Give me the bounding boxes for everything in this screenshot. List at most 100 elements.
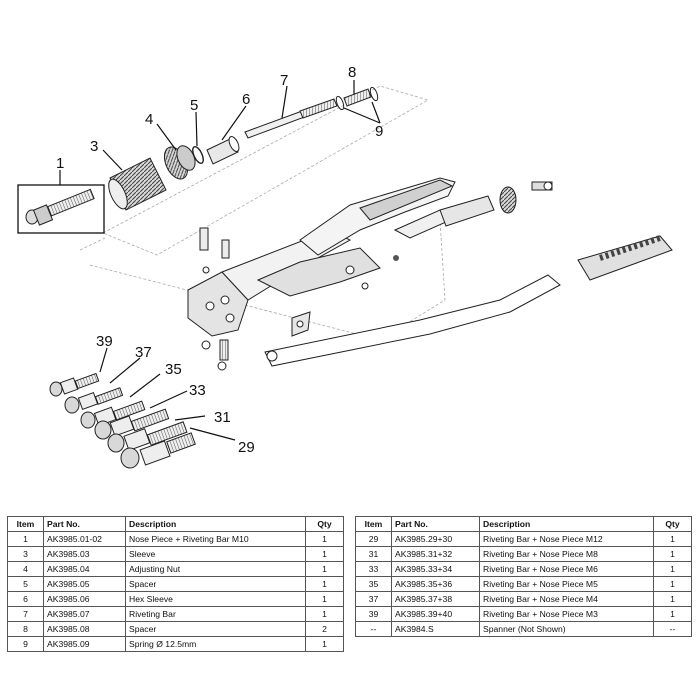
header-part-no: Part No.	[391, 516, 480, 532]
cell-item: 9	[7, 636, 44, 652]
cell-qty: 1	[305, 531, 344, 547]
cell-item: 29	[355, 531, 392, 547]
callout-33: 33	[189, 382, 206, 399]
cell-qty: 1	[305, 561, 344, 577]
cell-item: 33	[355, 561, 392, 577]
cell-qty: --	[653, 621, 692, 637]
header-description: Description	[479, 516, 654, 532]
cell-part-no: AK3985.35+36	[391, 576, 480, 592]
nose-piece-set-m4	[64, 387, 124, 414]
cell-part-no: AK3985.29+30	[391, 531, 480, 547]
cell-part-no: AK3985.37+38	[391, 591, 480, 607]
hex-sleeve-part	[206, 136, 240, 165]
nose-piece-set-m3	[49, 372, 100, 397]
sleeve-part	[108, 157, 167, 211]
exploded-parts-diagram: 1 3 4 5 6 7 8 9 39 37 35 33 31 29	[17, 64, 673, 469]
callout-3: 3	[90, 138, 98, 155]
cell-qty: 1	[653, 561, 692, 577]
cell-part-no: AK3985.31+32	[391, 546, 480, 562]
callout-5: 5	[190, 97, 198, 114]
cell-part-no: AK3985.06	[43, 591, 126, 607]
cell-description: Spacer	[125, 621, 306, 637]
nose-piece-set-m8	[107, 421, 188, 453]
cell-qty: 1	[305, 576, 344, 592]
nose-piece-set-m5	[80, 400, 146, 429]
cell-part-no: AK3985.39+40	[391, 606, 480, 622]
table-header-row: Item Part No. Description Qty	[7, 516, 344, 532]
assembly-outline	[79, 85, 446, 341]
cell-item: 31	[355, 546, 392, 562]
cell-part-no: AK3985.08	[43, 621, 126, 637]
header-part-no: Part No.	[43, 516, 126, 532]
cell-item: 35	[355, 576, 392, 592]
cell-item: 5	[7, 576, 44, 592]
callout-6: 6	[242, 91, 250, 108]
cell-qty: 1	[653, 546, 692, 562]
small-pins-and-screws	[199, 227, 399, 371]
cell-description: Riveting Bar	[125, 606, 306, 622]
leader-lines	[59, 80, 381, 441]
cell-description: Spring Ø 12.5mm	[125, 636, 306, 652]
cell-item: 8	[7, 621, 44, 637]
cell-part-no: AK3985.03	[43, 546, 126, 562]
cell-qty: 1	[653, 606, 692, 622]
header-description: Description	[125, 516, 306, 532]
grip-cap-nut	[499, 181, 553, 214]
callout-35: 35	[165, 361, 182, 378]
cell-description: Riveting Bar + Nose Piece M4	[479, 591, 654, 607]
header-item: Item	[355, 516, 392, 532]
nose-piece-set-m6	[94, 408, 170, 440]
upper-handle	[299, 177, 495, 256]
cell-qty: 1	[653, 576, 692, 592]
cell-part-no: AK3985.05	[43, 576, 126, 592]
cell-description: Hex Sleeve	[125, 591, 306, 607]
cell-part-no: AK3985.07	[43, 606, 126, 622]
cell-description: Riveting Bar + Nose Piece M3	[479, 606, 654, 622]
cell-qty: 1	[653, 531, 692, 547]
cell-part-no: AK3985.33+34	[391, 561, 480, 577]
cell-item: 37	[355, 591, 392, 607]
cell-description: Spacer	[125, 576, 306, 592]
cell-description: Riveting Bar + Nose Piece M12	[479, 531, 654, 547]
callout-39: 39	[96, 333, 113, 350]
cell-description: Spanner (Not Shown)	[479, 621, 654, 637]
nose-piece-set-m12	[120, 432, 196, 469]
cell-description: Nose Piece + Riveting Bar M10	[125, 531, 306, 547]
spacer-part	[192, 145, 204, 165]
cell-part-no: AK3984.S	[391, 621, 480, 637]
cell-part-no: AK3985.04	[43, 561, 126, 577]
cell-qty: 1	[653, 591, 692, 607]
link-plates	[256, 247, 381, 337]
cell-item: 6	[7, 591, 44, 607]
callout-29: 29	[238, 439, 255, 456]
cell-part-no: AK3985.09	[43, 636, 126, 652]
cell-qty: 1	[305, 591, 344, 607]
cell-description: Adjusting Nut	[125, 561, 306, 577]
adjusting-nut-part	[163, 145, 196, 180]
cell-item: 7	[7, 606, 44, 622]
table-header-row: Item Part No. Description Qty	[355, 516, 692, 532]
riveting-bar-part	[244, 98, 338, 139]
cell-description: Riveting Bar + Nose Piece M5	[479, 576, 654, 592]
callout-31: 31	[214, 409, 231, 426]
callout-37: 37	[135, 344, 152, 361]
cell-qty: 2	[305, 621, 344, 637]
cell-description: Riveting Bar + Nose Piece M8	[479, 546, 654, 562]
cell-item: 3	[7, 546, 44, 562]
cell-qty: 1	[305, 546, 344, 562]
header-qty: Qty	[305, 516, 344, 532]
cell-item: 4	[7, 561, 44, 577]
cell-description: Sleeve	[125, 546, 306, 562]
